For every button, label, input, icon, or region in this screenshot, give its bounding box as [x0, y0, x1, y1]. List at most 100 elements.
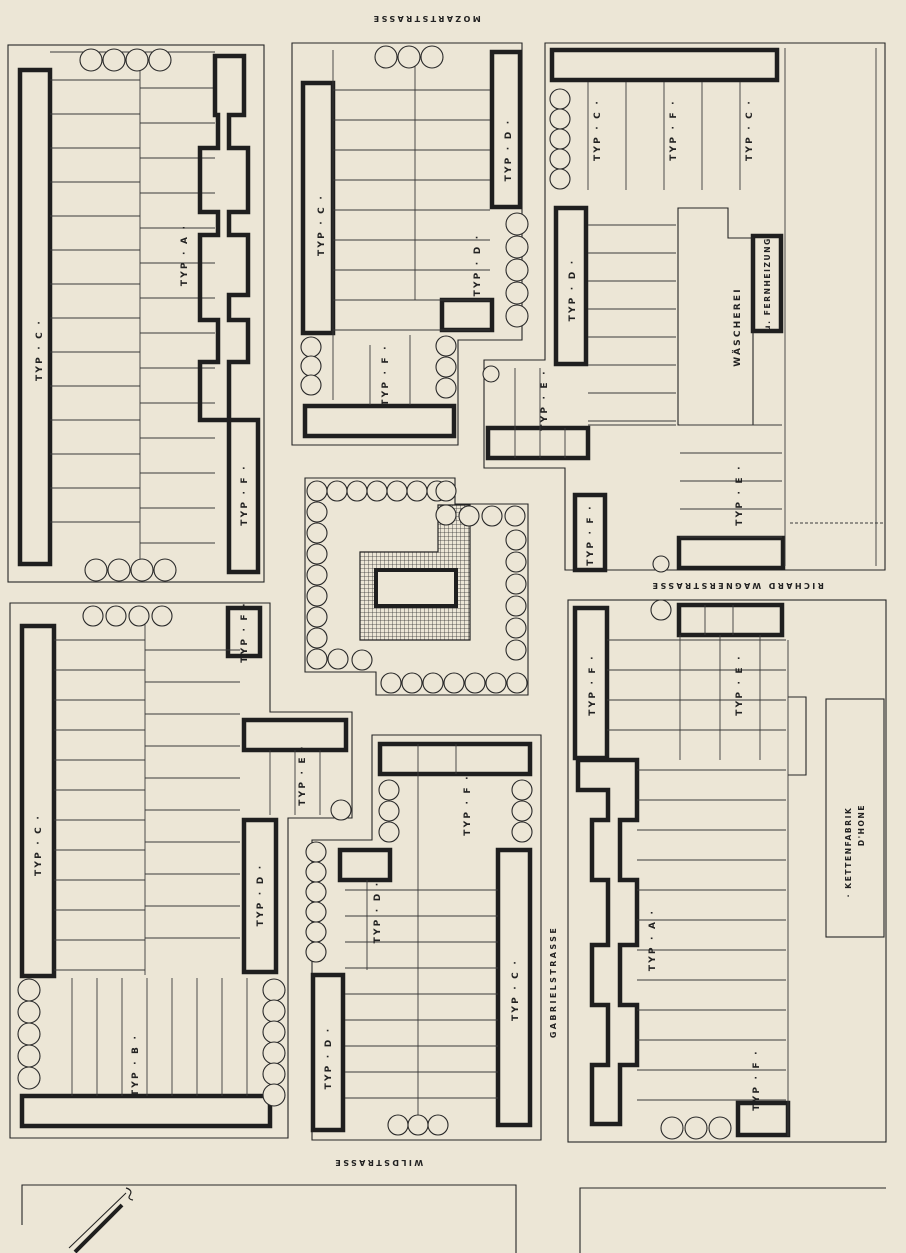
tree-icon [306, 522, 328, 544]
tree-icon [427, 1114, 449, 1136]
label-typ-f: TYP · F · [381, 344, 391, 405]
tree-icon [505, 551, 527, 573]
tree-icon [458, 505, 480, 527]
label-typ-e: TYP · E · [540, 369, 550, 430]
tree-icon [305, 881, 327, 903]
label-typ-c: TYP · C · [35, 319, 45, 381]
label-typ-f: TYP · F · [586, 504, 596, 565]
tree-icon [464, 672, 486, 694]
label-typ-d: TYP · D · [473, 234, 483, 297]
street-label-gabriel: GABRIELSTRASSE [549, 926, 558, 1038]
tree-icon [366, 480, 388, 502]
tree-icon [102, 48, 126, 72]
tree-icon [549, 168, 571, 190]
tree-icon [708, 1116, 732, 1140]
tree-icon [262, 1041, 286, 1065]
tree-icon [650, 599, 672, 621]
label-typ-d: TYP · D · [256, 864, 266, 927]
tree-icon [84, 558, 108, 582]
tree-icon [305, 921, 327, 943]
tree-icon [17, 1044, 41, 1068]
tree-icon [305, 901, 327, 923]
label-typ-d: TYP · D · [324, 1027, 334, 1090]
tree-icon [125, 48, 149, 72]
tree-icon [485, 672, 507, 694]
street-edges [21, 1184, 886, 1253]
label-laundry: WÄSCHEREI [732, 287, 743, 366]
label-typ-e: TYP · E · [735, 464, 745, 525]
tree-icon [660, 1116, 684, 1140]
tree-icon [306, 648, 328, 670]
tree-icon [504, 505, 526, 527]
tree-icon [306, 501, 328, 523]
label-chain-factory: · KETTENFABRIK [844, 807, 853, 898]
label-typ-c: TYP · C · [593, 99, 603, 161]
tree-icon [386, 480, 408, 502]
tree-icon [17, 1066, 41, 1090]
tree-icon [505, 529, 527, 551]
tree-icon [549, 128, 571, 150]
tree-icon [482, 365, 500, 383]
tree-icon [262, 999, 286, 1023]
tree-icon [505, 573, 527, 595]
block-top-middle [291, 42, 523, 446]
label-district-heating: u. FERNHEIZUNG [763, 237, 772, 331]
tree-icon [505, 212, 529, 236]
tree-icon [300, 374, 322, 396]
label-chain-factory-owner: D'HONE [857, 804, 866, 846]
label-typ-d: TYP · D · [568, 259, 578, 322]
tree-icon [435, 480, 457, 502]
tree-icon [107, 558, 131, 582]
block-top-right [483, 42, 886, 573]
tree-icon [506, 672, 528, 694]
tree-icon [511, 779, 533, 801]
label-typ-f: TYP · F · [240, 601, 250, 662]
label-typ-c: TYP · C · [511, 959, 521, 1021]
tree-icon [505, 258, 529, 282]
tree-icon [346, 480, 368, 502]
tree-icon [330, 799, 352, 821]
tree-icon [505, 235, 529, 259]
tree-icon [406, 480, 428, 502]
tree-icon [505, 639, 527, 661]
tree-icon [306, 585, 328, 607]
tree-icon [505, 304, 529, 328]
type-labels: TYP · C · TYP · A · TYP · F · TYP · C · … [34, 99, 762, 1111]
label-typ-d: TYP · D · [504, 119, 514, 182]
tree-icon [306, 564, 328, 586]
label-typ-c: TYP · C · [745, 99, 755, 161]
tree-icon [305, 941, 327, 963]
tree-icon [262, 978, 286, 1002]
tree-icon [306, 606, 328, 628]
label-typ-a: TYP · A · [648, 909, 658, 971]
block-bottom-left [9, 602, 353, 1139]
label-typ-f: TYP · F · [752, 1049, 762, 1110]
tree-icon [262, 1062, 286, 1086]
tree-icon [105, 605, 127, 627]
street-label-richard-wagner: RICHARD WAGNERSTRASSE [650, 581, 824, 590]
tree-icon [306, 627, 328, 649]
tree-icon [420, 45, 444, 69]
label-typ-b: TYP · B · [131, 1034, 141, 1096]
tree-icon [549, 88, 571, 110]
tree-icon [305, 841, 327, 863]
tree-icon [422, 672, 444, 694]
tree-icon [435, 504, 457, 526]
tree-icon [407, 1114, 429, 1136]
street-label-wild: WILDSTRASSE [333, 1158, 423, 1167]
tree-icon [300, 336, 322, 358]
north-arrow-icon [125, 1187, 134, 1201]
tree-icon [327, 648, 349, 670]
tree-icon [153, 558, 177, 582]
tree-icon [17, 1000, 41, 1024]
tree-icon [435, 356, 457, 378]
tree-icon [511, 821, 533, 843]
tree-icon [505, 595, 527, 617]
tree-icon [397, 45, 421, 69]
tree-icon [151, 605, 173, 627]
tree-icon [378, 821, 400, 843]
tree-symbols [17, 45, 732, 1140]
tree-icon [387, 1114, 409, 1136]
tree-icon [305, 861, 327, 883]
tree-icon [262, 1020, 286, 1044]
